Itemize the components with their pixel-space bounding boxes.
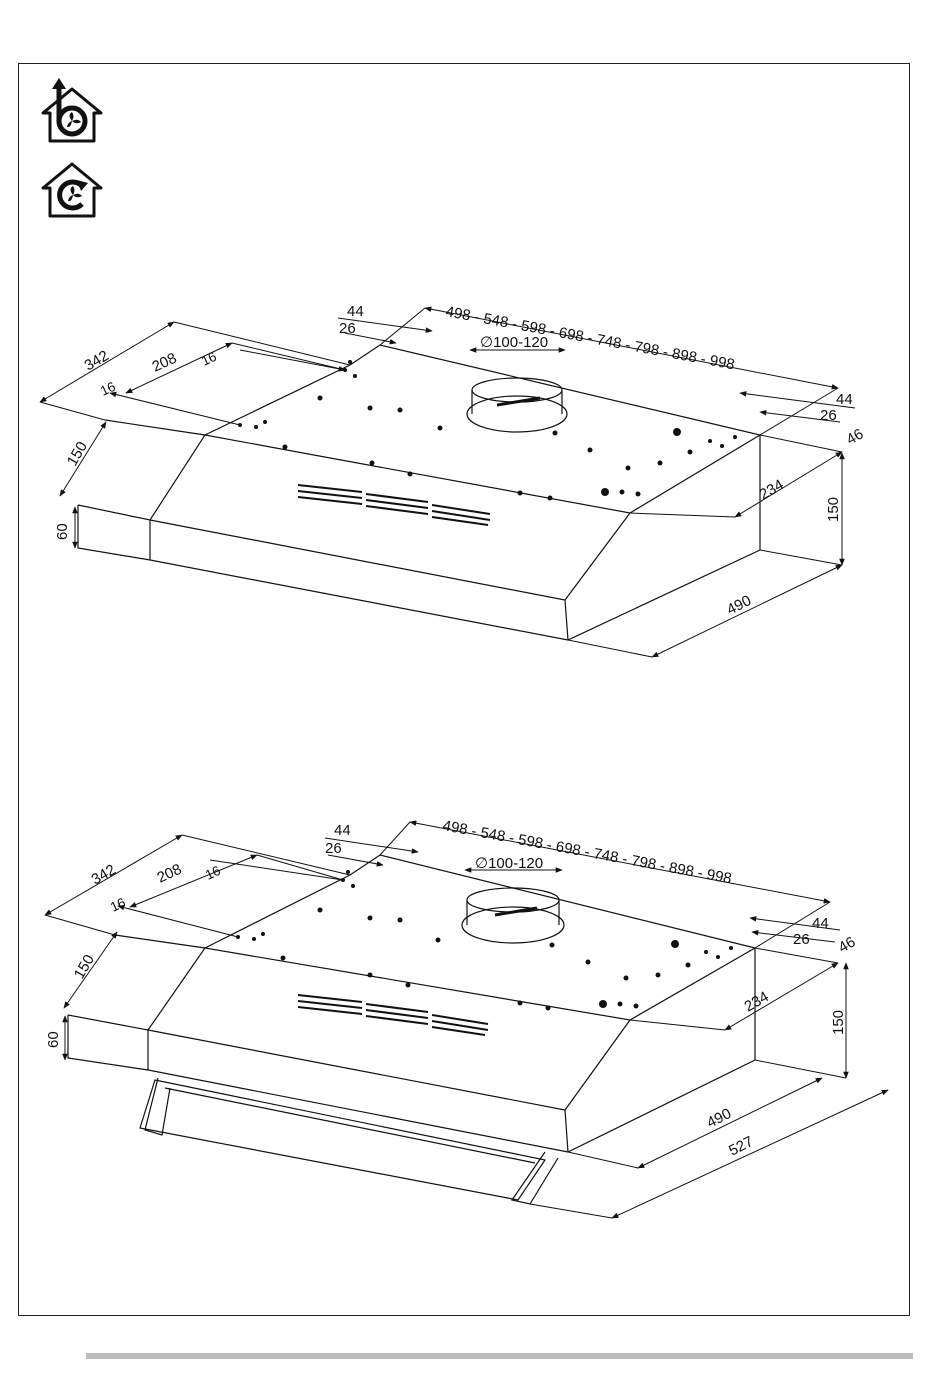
dim-44-right: 44	[836, 391, 853, 408]
dim-16-lower: 16	[108, 895, 128, 915]
duct-diameter-label: ∅100-120	[475, 855, 543, 872]
dim-26-left: 26	[325, 840, 342, 857]
dim-150-right: 150	[825, 497, 842, 522]
dim-150-left: 150	[64, 439, 91, 469]
dim-208: 208	[155, 861, 185, 887]
dim-342: 342	[82, 347, 112, 374]
dim-234: 234	[757, 476, 787, 503]
dimension-labels-top: 498 - 548 - 598 - 698 - 748 - 798 - 898 …	[54, 303, 866, 619]
footer-rule	[86, 1353, 913, 1359]
width-range-label: 498 - 548 - 598 - 698 - 748 - 798 - 898 …	[441, 817, 733, 887]
dim-16-upper: 16	[199, 349, 219, 369]
dim-44-right: 44	[812, 915, 829, 932]
dim-44-left: 44	[347, 303, 364, 320]
dim-44-left: 44	[334, 822, 351, 839]
dim-234: 234	[742, 988, 772, 1015]
hood-top-view	[78, 345, 760, 640]
dim-60: 60	[45, 1031, 62, 1048]
dim-490: 490	[704, 1105, 734, 1132]
dim-26-left: 26	[339, 320, 356, 337]
dim-527: 527	[726, 1133, 756, 1160]
dim-16-upper: 16	[203, 863, 223, 883]
duct-diameter-label: ∅100-120	[480, 334, 548, 351]
dim-208: 208	[150, 350, 180, 376]
dim-150-right: 150	[830, 1010, 847, 1035]
hood-bottom-view	[68, 855, 755, 1204]
dim-490: 490	[724, 592, 754, 619]
dim-46: 46	[844, 425, 867, 448]
dim-60: 60	[54, 523, 71, 540]
dim-26-right: 26	[793, 931, 810, 948]
dim-342: 342	[89, 861, 119, 888]
dim-150-left: 150	[71, 952, 98, 982]
dim-16-lower: 16	[98, 379, 118, 399]
dim-26-right: 26	[820, 407, 837, 424]
dim-46: 46	[836, 933, 859, 956]
